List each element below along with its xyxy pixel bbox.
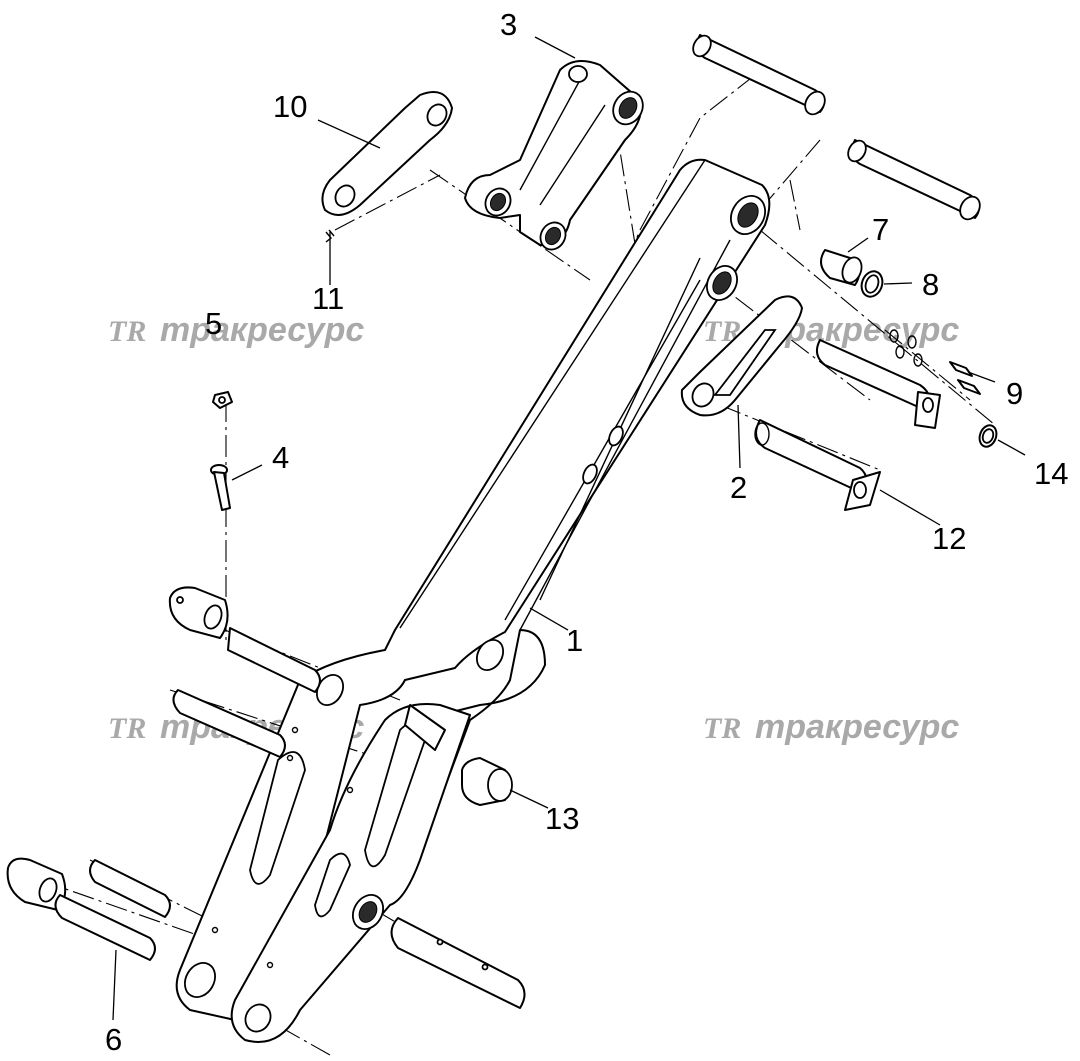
ring-14 [978, 424, 998, 448]
callout-9: 9 [1006, 376, 1023, 411]
pin-bottom-right [390, 917, 526, 1009]
callout-1: 1 [566, 623, 583, 658]
pin-6 [54, 894, 156, 961]
seal-ring-8 [860, 270, 884, 298]
pin-with-plate [815, 339, 941, 429]
pin-6-collar [6, 857, 67, 911]
callout-leaders [112, 36, 1026, 1021]
link-plate [321, 91, 453, 216]
callouts: 1 2 3 4 5 6 7 8 9 10 11 12 13 14 [105, 7, 1068, 1057]
callout-3: 3 [500, 7, 517, 42]
watermark-logo: TR [703, 712, 741, 745]
pin-left-lower [89, 859, 171, 918]
callout-2: 2 [730, 470, 747, 505]
callout-13: 13 [545, 801, 579, 836]
callout-12: 12 [932, 521, 966, 556]
watermark-text: тракресурс [755, 708, 959, 746]
watermark-text: тракресурс [160, 311, 364, 349]
watermark-logo: TR [108, 315, 146, 348]
pin-left-upper [168, 586, 321, 693]
pin-upper-2 [847, 139, 981, 221]
boom-arm [175, 158, 771, 1043]
pin-left-mid [172, 689, 286, 758]
bushing-7 [820, 249, 863, 286]
watermark-top-left: TR тракресурс [108, 311, 364, 349]
bracket-link-2 [680, 295, 803, 417]
watermark-bottom-right: TR тракресурс [703, 708, 959, 746]
pin-12 [754, 419, 881, 511]
callout-4: 4 [272, 440, 289, 475]
clip [325, 229, 335, 243]
callout-7: 7 [872, 212, 889, 247]
bolt-4 [210, 464, 231, 511]
callout-14: 14 [1034, 456, 1068, 491]
bushing-13 [461, 757, 513, 806]
relay-link [464, 60, 644, 251]
watermark-logo: TR [108, 712, 146, 745]
callout-10: 10 [273, 89, 307, 124]
pin-upper-1 [692, 34, 826, 116]
bolts-washers-9 [889, 329, 981, 395]
callout-8: 8 [922, 267, 939, 302]
nut-5 [212, 391, 233, 409]
callout-6: 6 [105, 1022, 122, 1057]
callout-11: 11 [312, 281, 344, 316]
callout-5: 5 [205, 306, 222, 341]
